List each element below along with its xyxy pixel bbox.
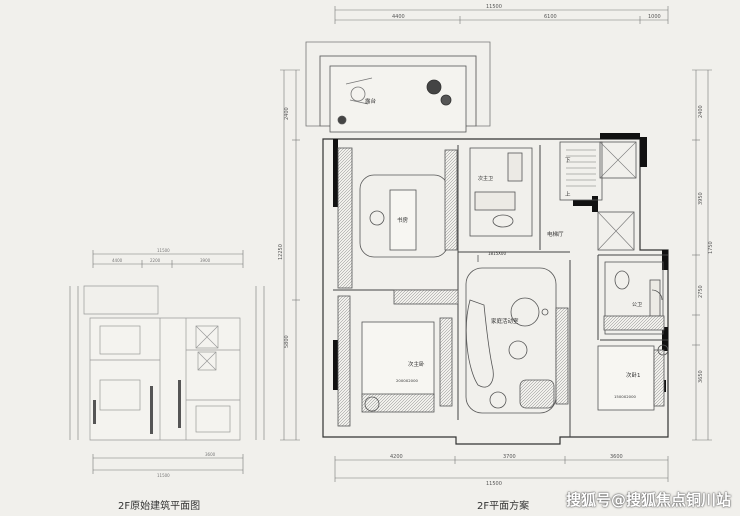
orig-plan-body: [83, 285, 241, 441]
orig-dim-top-seg-2: 2200: [150, 258, 161, 263]
terrace: [305, 41, 491, 133]
original-plan-caption: 2F原始建筑平面图: [118, 501, 201, 512]
dim-right-4: 2750: [698, 285, 704, 298]
orig-dimension-top: [92, 250, 244, 268]
dim-bottom-seg-2: 3700: [503, 454, 516, 460]
second-master-bedroom: [337, 289, 459, 427]
second-master-label: 次主卧: [408, 360, 425, 368]
dimension-top: [334, 6, 669, 24]
dim-top-seg-2: 6100: [544, 14, 557, 20]
bedroom-1-label: 次卧1: [626, 371, 641, 379]
master-bath-2: [469, 147, 533, 237]
orig-dimension-sides: [69, 286, 265, 440]
second-master-bed-size: 2000X2000: [396, 378, 419, 383]
orig-wall-solid: [93, 380, 181, 434]
dim-bottom-seg-3: 3600: [610, 454, 623, 460]
interior-walls: [333, 145, 668, 437]
orig-dim-top-seg-3: 3900: [200, 258, 211, 263]
main-plan-caption: 2F平面方案: [477, 501, 530, 512]
label-code: 1815X00: [488, 251, 506, 256]
dim-left-1: 2400: [284, 107, 290, 120]
study-label: 书房: [397, 216, 409, 224]
dim-top-seg-3: 1000: [648, 14, 661, 20]
study: [337, 147, 458, 289]
dim-right-1: 2400: [698, 105, 704, 118]
public-bath: [603, 261, 665, 335]
dimension-left: [280, 69, 300, 441]
orig-dim-bottom-seg: 3600: [205, 452, 216, 457]
terrace-label: 露台: [365, 97, 377, 105]
public-bath-label: 公卫: [632, 302, 642, 308]
orig-dim-bottom-total: 11500: [157, 473, 170, 478]
dim-right-5: 3650: [698, 370, 704, 383]
stairwell: [559, 141, 637, 251]
orig-dim-top-total: 11500: [157, 248, 170, 253]
stair-up-label: 上: [565, 190, 571, 198]
bedroom-1: [555, 307, 669, 411]
original-plan: 11500 4400 2200 3900: [69, 248, 265, 478]
orig-dim-top-seg-1: 4400: [112, 258, 123, 263]
stair-down-label: 下: [565, 157, 571, 164]
bedroom-1-bed-size: 1500X2000: [614, 394, 637, 399]
dim-bottom-total: 11500: [486, 481, 502, 487]
dim-left-3: 5800: [284, 335, 290, 348]
dimension-right: [692, 69, 712, 441]
master-bath-2-label: 次主卫: [478, 175, 493, 182]
dimension-bottom: [334, 456, 669, 482]
dim-top-total: 11500: [486, 4, 502, 10]
main-plan: 11500 4400 6100 1000 2400 12250 5800 240…: [278, 4, 714, 487]
outer-walls: [322, 138, 669, 445]
family-room: [465, 255, 557, 414]
orig-dimension-bottom: [92, 454, 244, 474]
dim-right-3: 1750: [708, 241, 714, 254]
dim-bottom-seg-1: 4200: [390, 454, 403, 460]
dim-top-seg-1: 4400: [392, 14, 405, 20]
elevator-hall-label: 电梯厅: [547, 230, 564, 238]
family-room-label: 家庭活动室: [491, 317, 519, 325]
dim-left-2: 12250: [278, 244, 284, 260]
dim-right-2: 3950: [698, 192, 704, 205]
watermark: 搜狐号@搜狐焦点铜川站: [566, 491, 732, 509]
